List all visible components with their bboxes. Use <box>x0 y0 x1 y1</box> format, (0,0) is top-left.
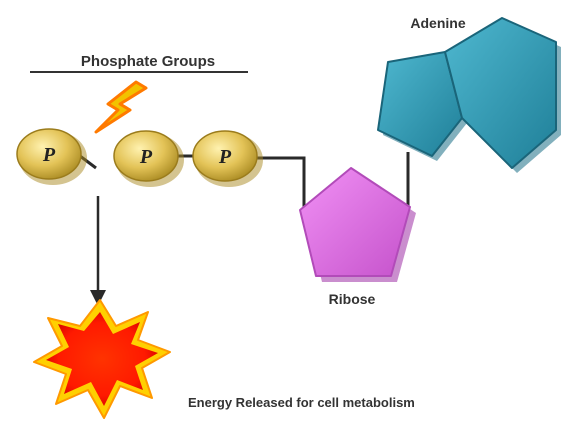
adenine-molecule <box>377 17 561 173</box>
phosphate-label-1: P <box>42 144 56 166</box>
adenine-label: Adenine <box>410 15 465 31</box>
ribose-pentagon <box>299 167 411 277</box>
phosphate-group-1: P <box>16 128 87 185</box>
adenine-pentagon-ring <box>377 51 463 157</box>
phosphate-group-3: P <box>192 130 263 187</box>
phosphate-group-2: P <box>113 130 184 187</box>
energy-release-arrow <box>90 196 106 306</box>
adenine-hexagon-ring <box>444 17 557 169</box>
ribose-molecule <box>299 167 416 282</box>
ribose-label: Ribose <box>329 291 376 307</box>
phosphate-ribose-bond <box>256 156 306 208</box>
lightning-bolt-icon <box>94 80 148 134</box>
phosphate-label-2: P <box>139 146 153 168</box>
explosion-burst-icon <box>33 299 171 419</box>
phosphate-groups-label: Phosphate Groups <box>81 53 215 70</box>
phosphate-label-3: P <box>218 146 232 168</box>
energy-released-label: Energy Released for cell metabolism <box>188 395 415 410</box>
